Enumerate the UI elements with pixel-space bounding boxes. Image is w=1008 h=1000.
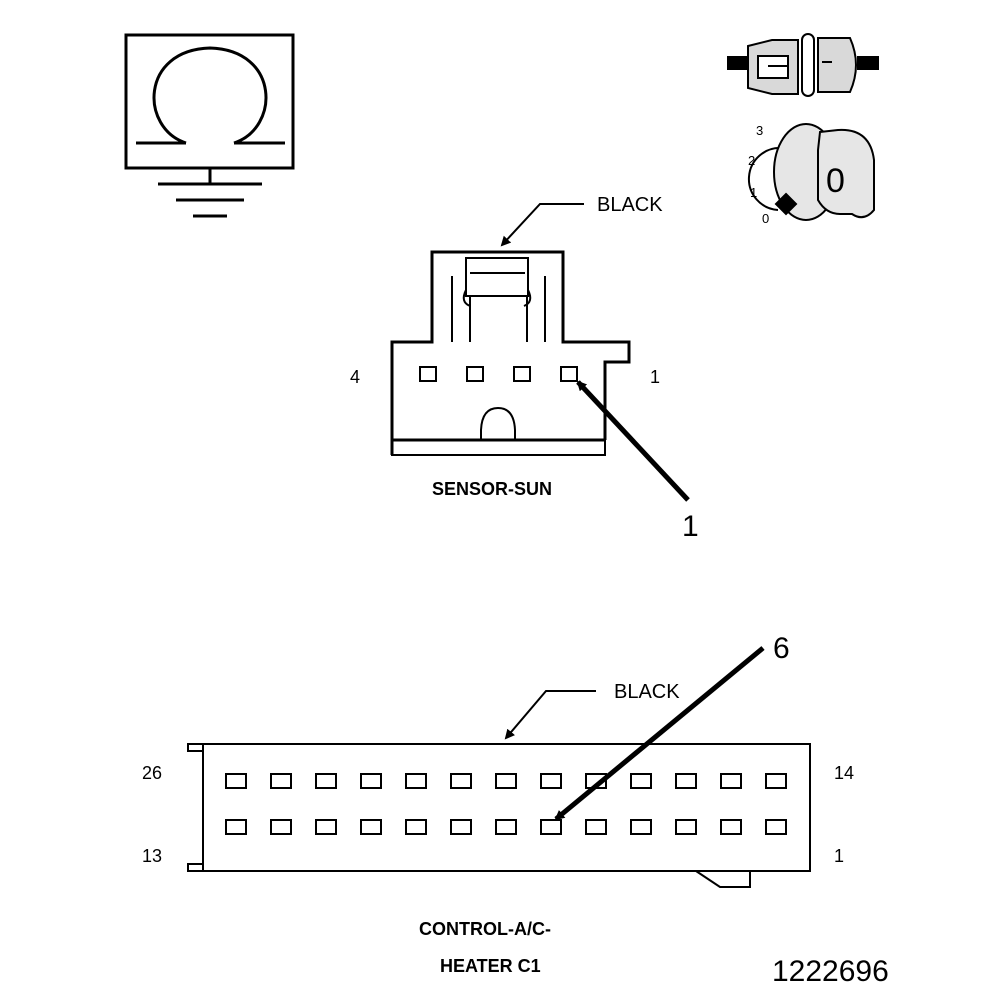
hvac-pin-24	[315, 773, 337, 789]
sun-sensor-pin-cavities	[419, 366, 578, 382]
hvac-pin6-callout-arrow	[554, 646, 765, 821]
connector-icon	[727, 33, 879, 97]
hvac-pin-bottom-right-label: 1	[834, 846, 845, 866]
hvac-pin-2	[720, 819, 742, 835]
hvac-control-connector	[187, 743, 811, 888]
ignition-key-icon	[748, 123, 875, 221]
ignition-key-label: 0	[826, 162, 845, 200]
sun-sensor-pin-1	[560, 366, 578, 382]
hvac-connector-name-line2: HEATER C1	[440, 956, 541, 976]
hvac-connector-pin-cavities	[225, 773, 787, 835]
hvac-pin-14	[765, 773, 787, 789]
hvac-pin-bottom-left-label: 13	[142, 846, 163, 866]
hvac-pin-19	[540, 773, 562, 789]
sun-sensor-callout-number: 1	[682, 510, 699, 543]
sun-sensor-pin-right-label: 1	[650, 367, 661, 387]
hvac-pin-6	[540, 819, 562, 835]
hvac-pin-17	[630, 773, 652, 789]
ignition-position-1: 1	[750, 185, 758, 200]
hvac-pin-9	[405, 819, 427, 835]
ohmmeter-ground-icon	[124, 33, 295, 218]
hvac-connector-name-line1: CONTROL-A/C-	[419, 919, 551, 939]
hvac-pin-12	[270, 819, 292, 835]
sun-sensor-color-leader	[500, 203, 584, 247]
sun-sensor-pin-3	[466, 366, 484, 382]
hvac-pin-top-right-label: 14	[834, 763, 855, 783]
figure-number: 1222696	[772, 955, 889, 988]
ignition-position-2: 2	[748, 153, 756, 168]
hvac-callout-number: 6	[773, 632, 790, 665]
hvac-pin-10	[360, 819, 382, 835]
sun-sensor-connector-name: SENSOR-SUN	[432, 479, 553, 499]
hvac-pin-23	[360, 773, 382, 789]
sun-sensor-pin-left-label: 4	[350, 367, 361, 387]
hvac-pin-25	[270, 773, 292, 789]
hvac-pin-13	[225, 819, 247, 835]
hvac-pin-20	[495, 773, 517, 789]
hvac-pin-1	[765, 819, 787, 835]
hvac-pin-15	[720, 773, 742, 789]
hvac-pin-21	[450, 773, 472, 789]
hvac-pin-26	[225, 773, 247, 789]
hvac-connector-color-leader	[504, 690, 596, 740]
hvac-pin-4	[630, 819, 652, 835]
ignition-position-0: 0	[762, 211, 770, 226]
sun-sensor-color-label: BLACK	[597, 194, 663, 216]
sun-sensor-pin-2	[513, 366, 531, 382]
hvac-pin-5	[585, 819, 607, 835]
ignition-position-3: 3	[756, 123, 764, 138]
hvac-connector-color-label: BLACK	[614, 681, 680, 703]
hvac-pin-7	[495, 819, 517, 835]
sun-sensor-pin1-callout-arrow	[576, 380, 690, 502]
hvac-pin-11	[315, 819, 337, 835]
hvac-pin-top-left-label: 26	[142, 763, 163, 783]
hvac-pin-3	[675, 819, 697, 835]
sun-sensor-connector	[390, 250, 631, 456]
hvac-pin-22	[405, 773, 427, 789]
hvac-pin-8	[450, 819, 472, 835]
sun-sensor-pin-4	[419, 366, 437, 382]
hvac-pin-16	[675, 773, 697, 789]
